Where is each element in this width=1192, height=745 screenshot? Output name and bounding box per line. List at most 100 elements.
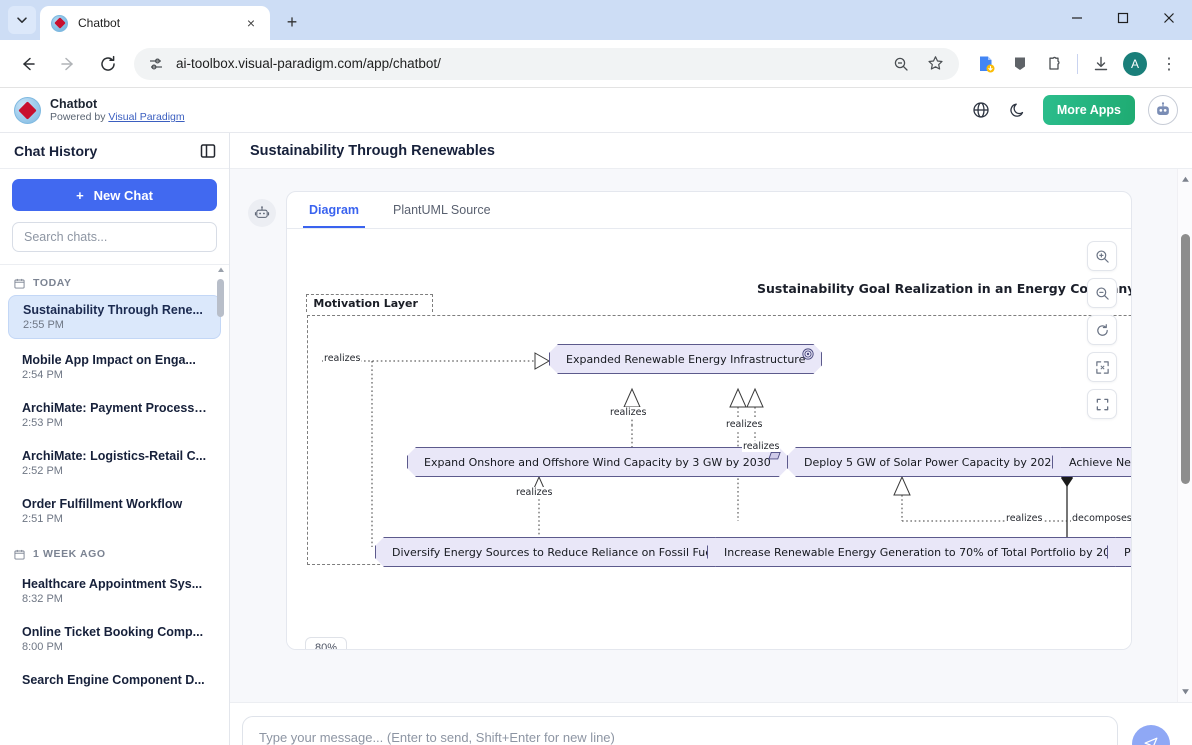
new-tab-button[interactable]: +	[286, 11, 298, 32]
moon-icon[interactable]	[1006, 98, 1030, 122]
edge-label-realizes-1: realizes	[609, 407, 648, 418]
node-label: Diversify Energy Sources to Reduce Relia…	[392, 545, 721, 559]
main-scrollbar[interactable]	[1177, 169, 1192, 702]
chat-item-time: 2:52 PM	[22, 465, 63, 477]
message-thread: Diagram PlantUML Source Sustainability G…	[230, 169, 1192, 650]
document-download-extension-icon[interactable]	[971, 49, 1001, 79]
sidebar-scroll-thumb[interactable]	[217, 279, 224, 317]
chat-history-item-2[interactable]: ArchiMate: Payment Process ... 2:53 PM	[8, 394, 221, 436]
search-placeholder: Search chats...	[24, 230, 108, 244]
site-settings-icon[interactable]	[146, 54, 166, 74]
globe-icon[interactable]	[969, 98, 993, 122]
chatbot-avatar-icon[interactable]	[1148, 95, 1178, 125]
fullscreen-icon[interactable]	[1087, 389, 1117, 419]
zoom-in-icon[interactable]	[1087, 241, 1117, 271]
scroll-up-arrow-icon[interactable]	[1181, 175, 1190, 184]
group-label: 1 WEEK AGO	[33, 548, 106, 560]
zoom-level-badge[interactable]: 80%	[305, 637, 348, 649]
chat-history-item-0[interactable]: Sustainability Through Rene... 2:55 PM	[8, 295, 221, 339]
minimize-icon[interactable]	[1054, 0, 1100, 36]
chat-history-item-7[interactable]: Search Engine Component D...	[8, 666, 221, 694]
chat-item-title: Healthcare Appointment Sys...	[22, 577, 203, 591]
chat-item-title: Order Fulfillment Workflow	[22, 497, 183, 511]
send-button[interactable]	[1132, 725, 1170, 745]
calendar-icon	[14, 278, 25, 289]
address-bar[interactable]: ai-toolbox.visual-paradigm.com/app/chatb…	[134, 47, 959, 80]
chat-item-time: 2:54 PM	[22, 369, 63, 381]
maximize-icon[interactable]	[1100, 0, 1146, 36]
chat-group-header-1-week-ago: 1 WEEK AGO	[0, 544, 229, 566]
chat-item-time: 2:51 PM	[22, 513, 63, 525]
assistant-message-card: Diagram PlantUML Source Sustainability G…	[286, 191, 1132, 650]
diagram-canvas[interactable]: Sustainability Goal Realization in an En…	[287, 229, 1131, 649]
diagram-node-n5[interactable]: Diversify Energy Sources to Reduce Relia…	[375, 537, 738, 567]
tab-plantuml-source[interactable]: PlantUML Source	[393, 203, 491, 217]
edge-label-realizes-3: realizes	[742, 441, 781, 452]
browser-menu-icon[interactable]: ⋮	[1161, 55, 1177, 73]
group-label: TODAY	[33, 277, 72, 289]
new-chat-button[interactable]: + New Chat	[12, 179, 217, 211]
more-apps-button[interactable]: More Apps	[1042, 95, 1135, 125]
diagram-node-n1[interactable]: Expanded Renewable Energy Infrastructure	[549, 344, 822, 374]
app-name: Chatbot	[50, 96, 98, 111]
visual-paradigm-link[interactable]: Visual Paradigm	[108, 111, 185, 124]
main-header: Sustainability Through Renewables	[230, 133, 1192, 169]
profile-avatar[interactable]: A	[1120, 49, 1150, 79]
chat-history-item-1[interactable]: Mobile App Impact on Enga... 2:54 PM	[8, 346, 221, 388]
extensions-area: A ⋮	[967, 49, 1184, 79]
tab-diagram[interactable]: Diagram	[303, 192, 366, 228]
scroll-down-arrow-icon[interactable]	[1181, 687, 1190, 696]
chat-history-item-3[interactable]: ArchiMate: Logistics-Retail C... 2:52 PM	[8, 442, 221, 484]
node-label: Achieve Net-Zer	[1069, 455, 1131, 469]
chat-history-list[interactable]: TODAY Sustainability Through Rene... 2:5…	[0, 265, 229, 745]
sidebar-header: Chat History	[0, 133, 229, 169]
scroll-up-arrow-icon[interactable]	[216, 265, 225, 274]
fit-screen-icon[interactable]	[1087, 352, 1117, 382]
chat-item-title: Mobile App Impact on Enga...	[22, 353, 196, 367]
node-label: Increase Renewable Energy Generation to …	[724, 545, 1125, 559]
close-icon[interactable]: ×	[246, 15, 256, 31]
diagram-node-n3[interactable]: Deploy 5 GW of Solar Power Capacity by 2…	[787, 447, 1075, 477]
edge-label-realizes-4: realizes	[515, 487, 554, 498]
search-chats-input[interactable]: Search chats...	[12, 222, 217, 252]
reload-icon[interactable]	[93, 49, 123, 79]
chat-history-item-4[interactable]: Order Fulfillment Workflow 2:51 PM	[8, 490, 221, 532]
sidebar-scrollbar[interactable]	[215, 265, 226, 745]
visual-paradigm-logo	[14, 96, 41, 124]
motivation-layer-label: Motivation Layer	[306, 294, 433, 312]
browser-tab-strip: Chatbot × +	[0, 0, 1192, 40]
diagram-viewport[interactable]: Sustainability Goal Realization in an En…	[287, 229, 1131, 649]
browser-tab[interactable]: Chatbot ×	[40, 6, 270, 40]
main-scroll-thumb[interactable]	[1181, 234, 1190, 484]
panel-collapse-icon[interactable]	[199, 142, 217, 160]
bookmark-star-icon[interactable]	[923, 52, 947, 76]
diagram-node-n2[interactable]: Expand Onshore and Offshore Wind Capacit…	[407, 447, 788, 477]
calendar-icon	[14, 549, 25, 560]
message-composer: Type your message... (Enter to send, Shi…	[230, 702, 1192, 745]
chat-item-title: Sustainability Through Rene...	[23, 303, 203, 317]
zoom-out-icon[interactable]	[889, 52, 913, 76]
message-input[interactable]: Type your message... (Enter to send, Shi…	[242, 716, 1118, 745]
chat-history-sidebar: Chat History + New Chat Search chats... …	[0, 133, 230, 745]
new-chat-label: New Chat	[93, 187, 153, 203]
downloads-icon[interactable]	[1086, 49, 1116, 79]
zoom-out-icon[interactable]	[1087, 278, 1117, 308]
close-window-icon[interactable]	[1146, 0, 1192, 36]
forward-icon[interactable]	[53, 49, 83, 79]
back-icon[interactable]	[13, 49, 43, 79]
diagram-node-n6[interactable]: Increase Renewable Energy Generation to …	[707, 537, 1131, 567]
message-placeholder: Type your message... (Enter to send, Shi…	[259, 730, 615, 745]
node-label: Deploy 5 GW of Solar Power Capacity by 2…	[804, 455, 1059, 469]
chat-history-item-5[interactable]: Healthcare Appointment Sys... 8:32 PM	[8, 570, 221, 612]
chat-item-time: 2:55 PM	[23, 319, 64, 331]
chat-group-header-today: TODAY	[0, 273, 229, 295]
extensions-puzzle-icon[interactable]	[1039, 49, 1069, 79]
tab-search-button[interactable]	[8, 6, 36, 34]
diagram-node-n7[interactable]: Prior	[1107, 537, 1131, 567]
diagram-node-n4[interactable]: Achieve Net-Zer	[1052, 447, 1131, 477]
reset-zoom-icon[interactable]	[1087, 315, 1117, 345]
brand-block: Chatbot Powered by Visual Paradigm	[50, 97, 185, 123]
bookmark-manager-icon[interactable]	[1005, 49, 1035, 79]
chat-history-item-6[interactable]: Online Ticket Booking Comp... 8:00 PM	[8, 618, 221, 660]
main-panel: Sustainability Through Renewables Diagra…	[230, 133, 1192, 745]
